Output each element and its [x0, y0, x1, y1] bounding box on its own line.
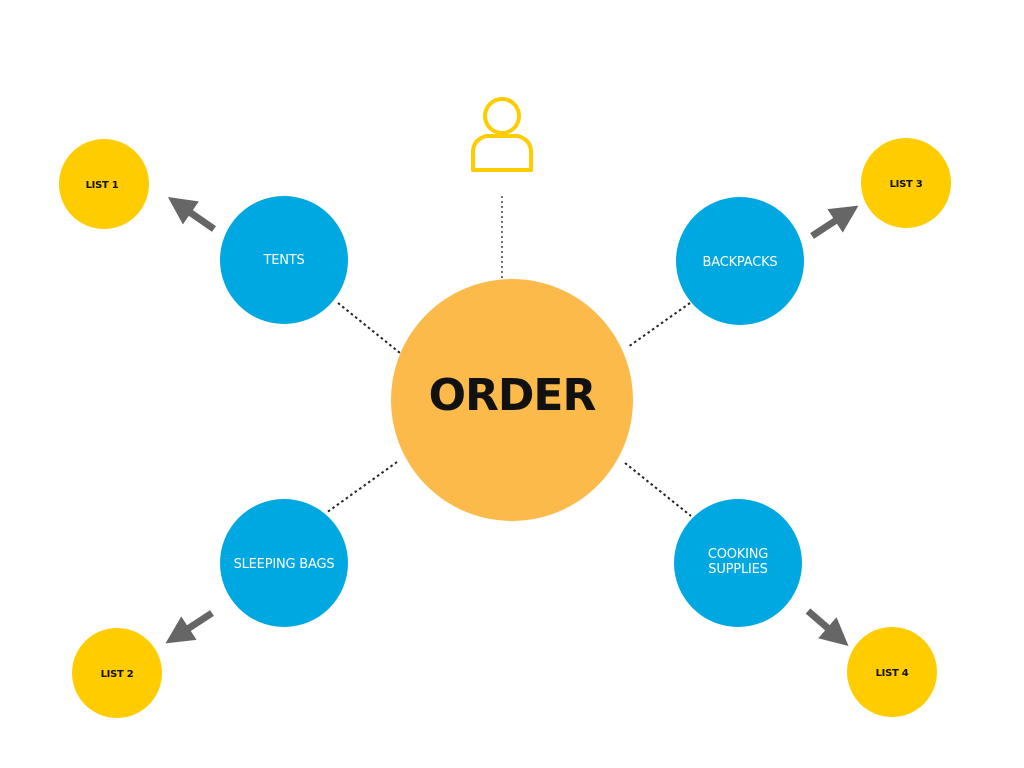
- category-label-tents: TENTS: [262, 253, 304, 268]
- list-node-4[interactable]: LIST 4: [847, 627, 937, 717]
- user-icon: [471, 97, 533, 172]
- list-label-1: LIST 1: [86, 180, 119, 191]
- connector-sleeping-bags: [325, 461, 398, 514]
- arrow-backpacks-to-list-3: [810, 205, 859, 239]
- connector-tents: [337, 302, 401, 354]
- category-node-sleeping-bags[interactable]: SLEEPING BAGS: [220, 499, 348, 627]
- list-label-3: LIST 3: [890, 179, 923, 190]
- category-label-backpacks: BACKPACKS: [703, 255, 778, 270]
- arrow-tents-to-list-1: [167, 197, 216, 232]
- center-label: ORDER: [429, 370, 596, 421]
- connector-backpacks: [627, 302, 691, 348]
- list-node-3[interactable]: LIST 3: [861, 138, 951, 228]
- category-node-cooking-supplies[interactable]: COOKING SUPPLIES: [674, 499, 802, 627]
- list-label-2: LIST 2: [101, 669, 134, 680]
- list-node-2[interactable]: LIST 2: [72, 628, 162, 718]
- list-node-1[interactable]: LIST 1: [59, 139, 149, 229]
- list-label-4: LIST 4: [876, 668, 909, 679]
- arrow-cooking-supplies-to-list-4: [805, 608, 849, 647]
- connector-cooking-supplies: [624, 462, 692, 517]
- category-label-sleeping-bags: SLEEPING BAGS: [234, 557, 335, 572]
- center-node[interactable]: [391, 279, 633, 521]
- category-label-cooking-supplies-line2: SUPPLIES: [708, 562, 767, 577]
- category-node-backpacks[interactable]: BACKPACKS: [676, 197, 804, 325]
- arrow-sleeping-bags-to-list-2: [165, 610, 214, 644]
- category-node-tents[interactable]: TENTS: [220, 196, 348, 324]
- category-label-cooking-supplies-line1: COOKING: [708, 547, 768, 562]
